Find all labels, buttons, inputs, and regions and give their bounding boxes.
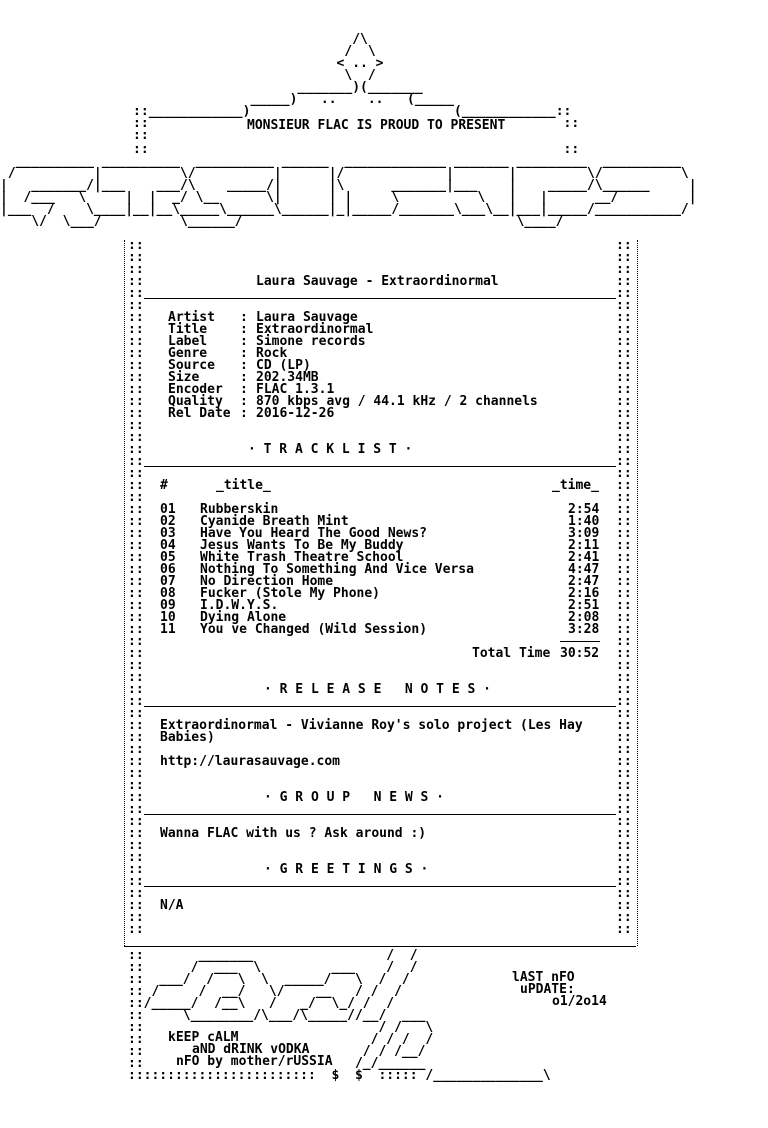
info-separator: :: [240, 370, 248, 385]
info-key: Title: [168, 322, 208, 337]
track-number: 07: [160, 574, 176, 589]
track-time: 2:47: [568, 574, 600, 589]
track-time: 2:51: [568, 598, 600, 613]
footer-update-date: o1/2o14: [552, 994, 607, 1009]
divider: [144, 466, 616, 467]
footer-motto-1: kEEP cALM: [168, 1030, 239, 1045]
info-separator: :: [240, 310, 248, 325]
info-separator: :: [240, 382, 248, 397]
track-title: Nothing To Something And Vice Versa: [200, 562, 474, 577]
track-number: 10: [160, 610, 176, 625]
info-separator: :: [240, 394, 248, 409]
track-number: 02: [160, 514, 176, 529]
tracklist-col-num: #: [160, 478, 168, 493]
info-separator: :: [240, 358, 248, 373]
info-separator: :: [240, 334, 248, 349]
track-title: No Direction Home: [200, 574, 334, 589]
greetings-heading: · G R E E T I N G S ·: [264, 862, 429, 877]
release-notes-text: Babies): [160, 730, 215, 745]
track-title: Youve Changed (Wild Session): [200, 622, 428, 637]
footer-update-label: lAST nFO: [512, 970, 575, 985]
group-news-heading: · G R O U P N E W S ·: [264, 790, 445, 805]
divider: [144, 298, 616, 299]
info-key: Source: [168, 358, 215, 373]
info-value: 870 kbps avg / 44.1 kHz / 2 channels: [256, 394, 538, 409]
info-value: Extraordinormal: [256, 322, 374, 337]
release-notes-text: Extraordinormal - Vivianne Roy's solo pr…: [160, 718, 583, 733]
track-title: I.D.W.Y.S.: [200, 598, 279, 613]
total-underline: [560, 641, 600, 642]
info-key: Size: [168, 370, 200, 385]
track-number: 09: [160, 598, 176, 613]
release-heading: Laura Sauvage - Extraordinormal: [256, 274, 499, 289]
track-number: 08: [160, 586, 176, 601]
info-value: CD (LP): [256, 358, 311, 373]
info-key: Label: [168, 334, 208, 349]
track-number: 05: [160, 550, 176, 565]
footer-motto-2: aND dRINK vODKA: [192, 1042, 310, 1057]
header-intro-text: MONSIEUR FLAC IS PROUD TO PRESENT: [247, 118, 506, 133]
info-value: Laura Sauvage: [256, 310, 358, 325]
total-time-value: 30:52: [560, 646, 600, 661]
group-news-text: Wanna FLAC with us ? Ask around :): [160, 826, 427, 841]
info-separator: :: [240, 322, 248, 337]
track-time: 4:47: [568, 562, 600, 577]
track-number: 06: [160, 562, 176, 577]
release-notes-url[interactable]: http://laurasauvage.com: [160, 754, 341, 769]
track-title: Jesus Wants To Be My Buddy: [200, 538, 404, 553]
total-time-label: Total Time: [472, 646, 551, 661]
footer-ascii-art: :: _______ / / :: / ___ \ ___ / / :: ___…: [128, 948, 551, 1083]
track-time: 3:28: [568, 622, 600, 637]
track-title: Fucker (Stole My Phone): [200, 586, 381, 601]
release-notes-heading: · R E L E A S E N O T E S ·: [264, 682, 491, 697]
frame-right-dots: :: :: :: :: :: :: :: :: :: :: :: :: :: :…: [616, 238, 632, 937]
track-title: Rubberskin: [200, 502, 279, 517]
info-separator: :: [240, 406, 248, 421]
info-separator: :: [240, 346, 248, 361]
tracklist-table: 01 Rubberskin 2:54 02 Cyanide Breath Mint 1:4…: [160, 502, 600, 637]
track-time: 2:11: [568, 538, 600, 553]
tracklist-col-title: _title_: [216, 478, 271, 493]
track-number: 03: [160, 526, 176, 541]
logo-ascii-art: :: :: __________ __________ __________ _…: [0, 142, 697, 229]
divider: [144, 814, 616, 815]
info-value: Simone records: [256, 334, 366, 349]
divider: [144, 706, 616, 707]
track-time: 2:41: [568, 550, 600, 565]
info-key: Quality: [168, 394, 223, 409]
footer-credit: nFO by mother/rUSSIA: [176, 1054, 333, 1069]
header-logo-ascii: :: :: __________ __________ __________ _…: [0, 132, 697, 240]
nfo-frame: [124, 240, 638, 946]
track-time: 2:54: [568, 502, 600, 517]
track-time: 1:40: [568, 514, 600, 529]
divider: [144, 886, 616, 887]
track-time: 3:09: [568, 526, 600, 541]
ascii-ornament: /\ / \ < .. > \ / _______)(__: [133, 32, 580, 143]
track-time: 2:16: [568, 586, 600, 601]
footer-update-label2: uPDATE:: [520, 982, 575, 997]
header-ascii-art: /\ / \ < .. > \ / _______)(__: [0, 22, 579, 142]
info-value: 2016-12-26: [256, 406, 335, 421]
track-title: Dying Alone: [200, 610, 287, 625]
info-key: Artist: [168, 310, 215, 325]
track-number: 01: [160, 502, 176, 517]
info-key: Rel Date: [168, 406, 231, 421]
info-value: Rock: [256, 346, 288, 361]
track-time: 2:08: [568, 610, 600, 625]
greetings-text: N/A: [160, 898, 184, 913]
tracklist-col-time: _time_: [552, 478, 599, 493]
info-key: Genre: [168, 346, 208, 361]
frame-left-dots: :: :: :: :: :: :: :: :: :: :: :: :: :: :…: [128, 238, 144, 937]
track-title: Cyanide Breath Mint: [200, 514, 349, 529]
info-value: 202.34MB: [256, 370, 319, 385]
footer-top-line: [124, 946, 636, 947]
track-number: 11: [160, 622, 176, 637]
info-key: Encoder: [168, 382, 223, 397]
tracklist-heading: · T R A C K L I S T ·: [248, 442, 413, 457]
track-title: Have You Heard The Good News?: [200, 526, 427, 541]
track-number: 04: [160, 538, 176, 553]
info-value: FLAC 1.3.1: [256, 382, 335, 397]
track-title: White Trash Theatre School: [200, 550, 404, 565]
